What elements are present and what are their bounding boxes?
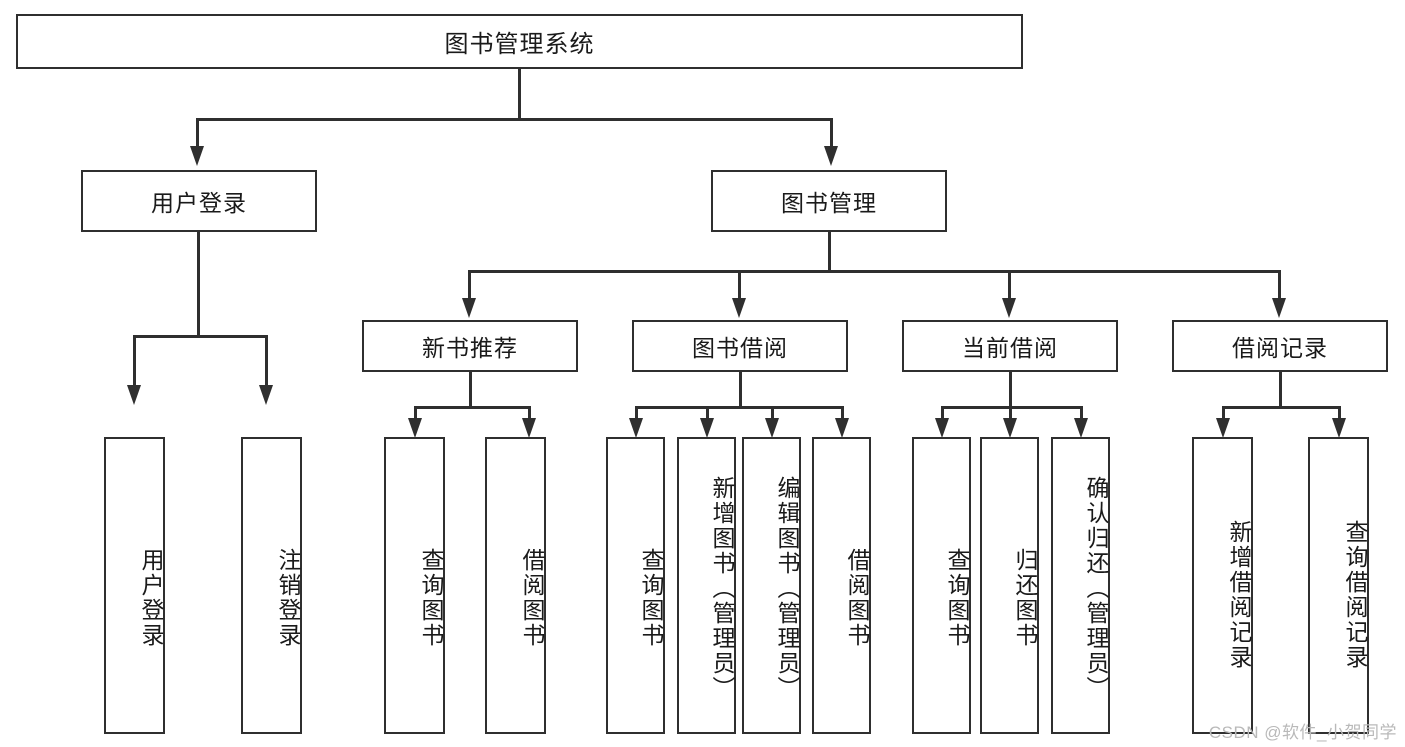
arrowhead-down-icon [835,418,849,438]
connector-current-borrow-child-1 [941,406,944,424]
connector-book-borrow-bus [635,406,843,409]
node-label: 查询借阅记录 [1342,519,1368,670]
arrowhead-down-icon [1002,298,1016,318]
connector-new-book-child-1 [414,406,417,424]
arrowhead-down-icon [408,418,422,438]
arrowhead-down-icon [522,418,536,438]
connector-book-mgmt-child-4 [1278,270,1281,302]
connector-book-borrow-child-3 [771,406,774,424]
arrowhead-down-icon [935,418,949,438]
node-borrow-record[interactable]: 借阅记录 [1172,320,1388,372]
leaf-current-query-book[interactable]: 查询图书 [912,437,971,734]
connector-user-login-child-1 [133,335,136,387]
arrowhead-down-icon [1074,418,1088,438]
node-label: 图书借阅 [692,335,788,361]
connector-book-borrow-child-4 [841,406,844,424]
node-label: 图书管理系统 [444,31,595,58]
leaf-borrow-query-book[interactable]: 查询图书 [606,437,665,734]
connector-user-login-bus [133,335,267,338]
connector-book-borrow-child-2 [706,406,709,424]
node-current-borrow[interactable]: 当前借阅 [902,320,1118,372]
connector-new-book-stem [469,372,472,408]
node-label: 注销登录 [275,547,301,648]
node-label: 当前借阅 [962,335,1058,361]
arrowhead-down-icon [700,418,714,438]
arrowhead-down-icon [765,418,779,438]
connector-borrow-record-child-2 [1338,406,1341,424]
connector-book-borrow-stem [739,372,742,408]
connector-user-login-stem [197,232,200,337]
node-label: 借阅图书 [844,547,870,648]
arrowhead-down-icon [259,385,273,405]
connector-current-borrow-child-2 [1009,406,1012,424]
watermark-text: CSDN @软件_小贺同学 [1208,723,1397,742]
connector-borrow-record-bus [1222,406,1340,409]
connector-book-mgmt-child-2 [738,270,741,302]
arrowhead-down-icon [1216,418,1230,438]
arrowhead-down-icon [732,298,746,318]
node-label: 确认归还（管理员） [1083,476,1109,701]
node-label: 新书推荐 [422,335,518,361]
node-user-login[interactable]: 用户登录 [81,170,317,232]
arrowhead-down-icon [1272,298,1286,318]
leaf-record-query-borrow-record[interactable]: 查询借阅记录 [1308,437,1369,734]
leaf-borrow-borrow-book[interactable]: 借阅图书 [812,437,871,734]
node-label: 用户登录 [138,547,164,648]
leaf-user-logout[interactable]: 注销登录 [241,437,302,734]
connector-current-borrow-child-3 [1080,406,1083,424]
node-label: 归还图书 [1012,547,1038,648]
connector-book-mgmt-bus [468,270,1280,273]
node-new-book-recommend[interactable]: 新书推荐 [362,320,578,372]
arrowhead-down-icon [629,418,643,438]
node-root-system[interactable]: 图书管理系统 [16,14,1023,69]
arrowhead-down-icon [1332,418,1346,438]
node-label: 新增借阅记录 [1226,519,1252,670]
connector-current-borrow-bus [941,406,1082,409]
node-label: 新增图书（管理员） [709,476,735,701]
connector-borrow-record-child-1 [1222,406,1225,424]
node-book-borrow[interactable]: 图书借阅 [632,320,848,372]
node-label: 查询图书 [944,547,970,648]
leaf-recommend-borrow-book[interactable]: 借阅图书 [485,437,546,734]
node-label: 查询图书 [418,547,444,648]
connector-book-borrow-child-1 [635,406,638,424]
connector-borrow-record-stem [1279,372,1282,408]
leaf-user-login[interactable]: 用户登录 [104,437,165,734]
leaf-borrow-edit-book-admin[interactable]: 编辑图书（管理员） [742,437,801,734]
connector-root-to-user-login [196,118,199,148]
connector-book-mgmt-stem [828,232,831,272]
leaf-record-add-borrow-record[interactable]: 新增借阅记录 [1192,437,1253,734]
connector-current-borrow-stem [1009,372,1012,408]
leaf-borrow-add-book-admin[interactable]: 新增图书（管理员） [677,437,736,734]
arrowhead-down-icon [462,298,476,318]
connector-root-to-book-mgmt [830,118,833,148]
node-book-management[interactable]: 图书管理 [711,170,947,232]
node-label: 图书管理 [781,190,877,216]
node-label: 编辑图书（管理员） [774,476,800,701]
connector-new-book-bus [414,406,530,409]
node-label: 用户登录 [151,190,247,216]
leaf-current-return-book[interactable]: 归还图书 [980,437,1039,734]
node-label: 查询图书 [638,547,664,648]
connector-root-bus [196,118,832,121]
arrowhead-down-icon [190,146,204,166]
leaf-recommend-query-book[interactable]: 查询图书 [384,437,445,734]
connector-book-mgmt-child-1 [468,270,471,302]
arrowhead-down-icon [1003,418,1017,438]
leaf-current-confirm-return-admin[interactable]: 确认归还（管理员） [1051,437,1110,734]
connector-user-login-child-2 [265,335,268,387]
node-label: 借阅图书 [519,547,545,648]
arrowhead-down-icon [824,146,838,166]
arrowhead-down-icon [127,385,141,405]
connector-book-mgmt-child-3 [1008,270,1011,302]
connector-root-stem [518,69,521,120]
connector-new-book-child-2 [528,406,531,424]
node-label: 借阅记录 [1232,335,1328,361]
